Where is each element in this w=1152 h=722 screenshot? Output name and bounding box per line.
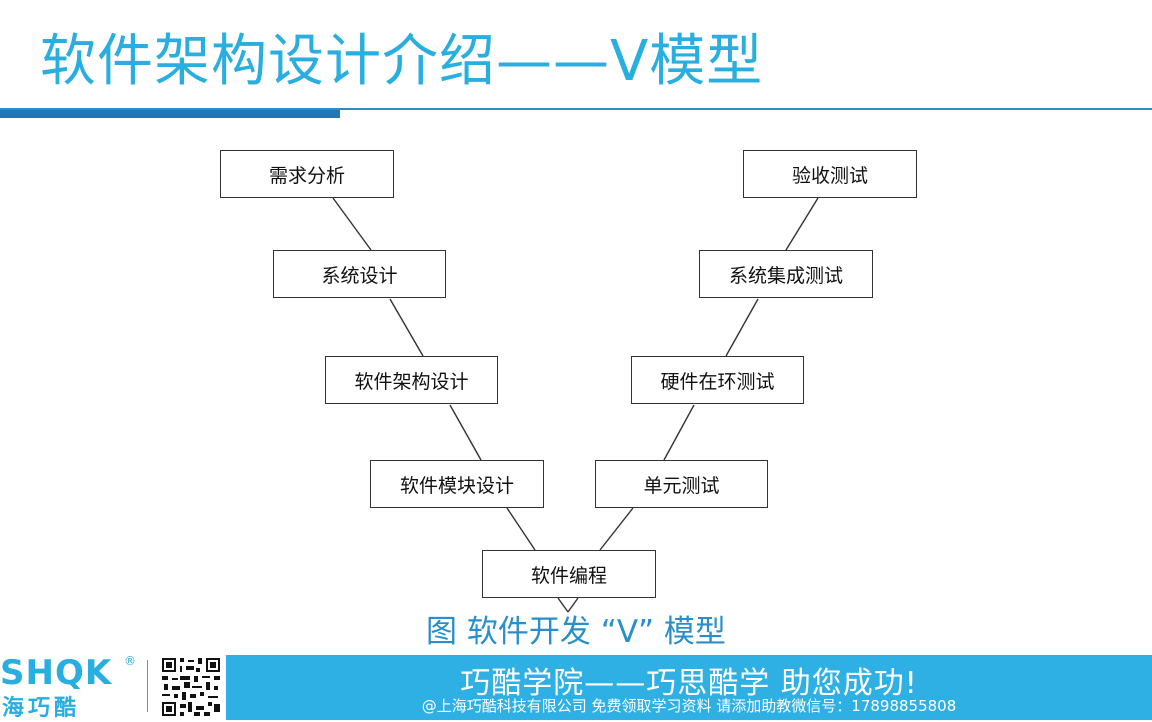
connector-2 (389, 298, 424, 357)
box-system-design: 系统设计 (273, 250, 446, 298)
box-requirements: 需求分析 (220, 150, 394, 198)
logo-chinese: 海巧酷 (2, 696, 81, 721)
connector-4 (506, 507, 536, 551)
connector-10 (567, 597, 579, 613)
box-architecture-design: 软件架构设计 (325, 356, 498, 404)
box-coding: 软件编程 (482, 550, 656, 598)
page-title: 软件架构设计介绍——V模型 (40, 29, 764, 94)
title-underline (0, 108, 1152, 110)
connector-8 (785, 197, 819, 251)
connector-5 (599, 507, 634, 551)
logo-text: SHQK (0, 653, 113, 693)
logo-divider (147, 660, 148, 712)
registered-mark-icon: ® (124, 654, 136, 668)
v-model-connectors (332, 197, 819, 613)
footer-contact: @上海巧酷科技有限公司 免费领取学习资料 请添加助教微信号：1789885580… (421, 697, 957, 715)
box-unit-test: 单元测试 (595, 460, 768, 508)
connector-3 (449, 404, 482, 461)
box-acceptance-test: 验收测试 (743, 150, 917, 198)
diagram-caption-text: 图 软件开发 “V” 模型 (426, 614, 726, 650)
connector-7 (725, 298, 759, 357)
title-underline-accent (0, 110, 340, 118)
footer-band (226, 655, 1152, 720)
box-hil-test: 硬件在环测试 (631, 356, 804, 404)
box-module-design: 软件模块设计 (370, 460, 544, 508)
connector-9 (557, 597, 569, 613)
diagram-caption: 图 软件开发 “V” 模型 (0, 606, 1152, 651)
connector-1 (332, 197, 372, 251)
connector-6 (663, 404, 695, 461)
footer-slogan: 巧酷学院——巧思酷学 助您成功! (460, 666, 918, 701)
box-integration-test: 系统集成测试 (699, 250, 873, 298)
qr-code-icon (160, 656, 222, 718)
